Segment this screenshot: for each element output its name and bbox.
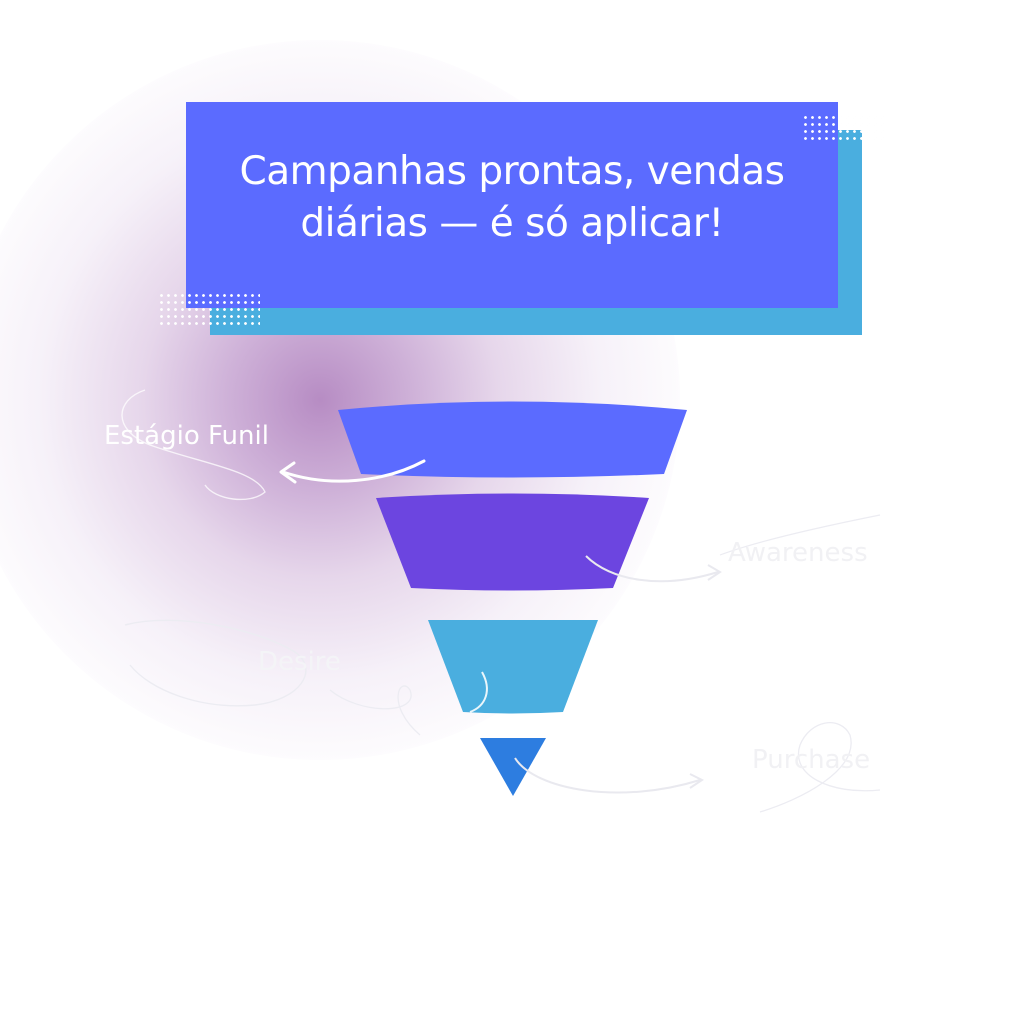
connector-purchase-head — [689, 773, 704, 789]
page-title: Campanhas prontas, vendas diárias — é só… — [239, 149, 785, 246]
scribble-4 — [759, 722, 881, 813]
funnel-stage-4 — [480, 738, 546, 796]
stage-name-purchase: Purchase — [752, 745, 871, 775]
scribble-3 — [329, 685, 421, 736]
funnel-stage-2 — [376, 493, 649, 591]
stage-name-awareness: Awareness — [728, 538, 868, 568]
scribble-5 — [719, 514, 881, 556]
connector-awareness-head — [707, 564, 722, 581]
dot-pattern-top-right — [802, 114, 886, 142]
arrow-head — [279, 461, 297, 484]
funnel-stage-3 — [428, 620, 598, 714]
connector-desire — [469, 671, 488, 713]
title-box — [186, 102, 838, 308]
funnel-stage-label: Estágio Funil — [104, 421, 269, 451]
connector-purchase — [514, 757, 701, 794]
funnel-stage-1 — [338, 401, 687, 478]
stage-label-arrow — [281, 459, 426, 483]
stage-name-desire: Desire — [258, 647, 341, 677]
connector-awareness — [585, 555, 719, 583]
dot-pattern-bottom-left — [158, 292, 260, 326]
scribble-1 — [121, 389, 266, 501]
scribble-2 — [124, 619, 307, 707]
